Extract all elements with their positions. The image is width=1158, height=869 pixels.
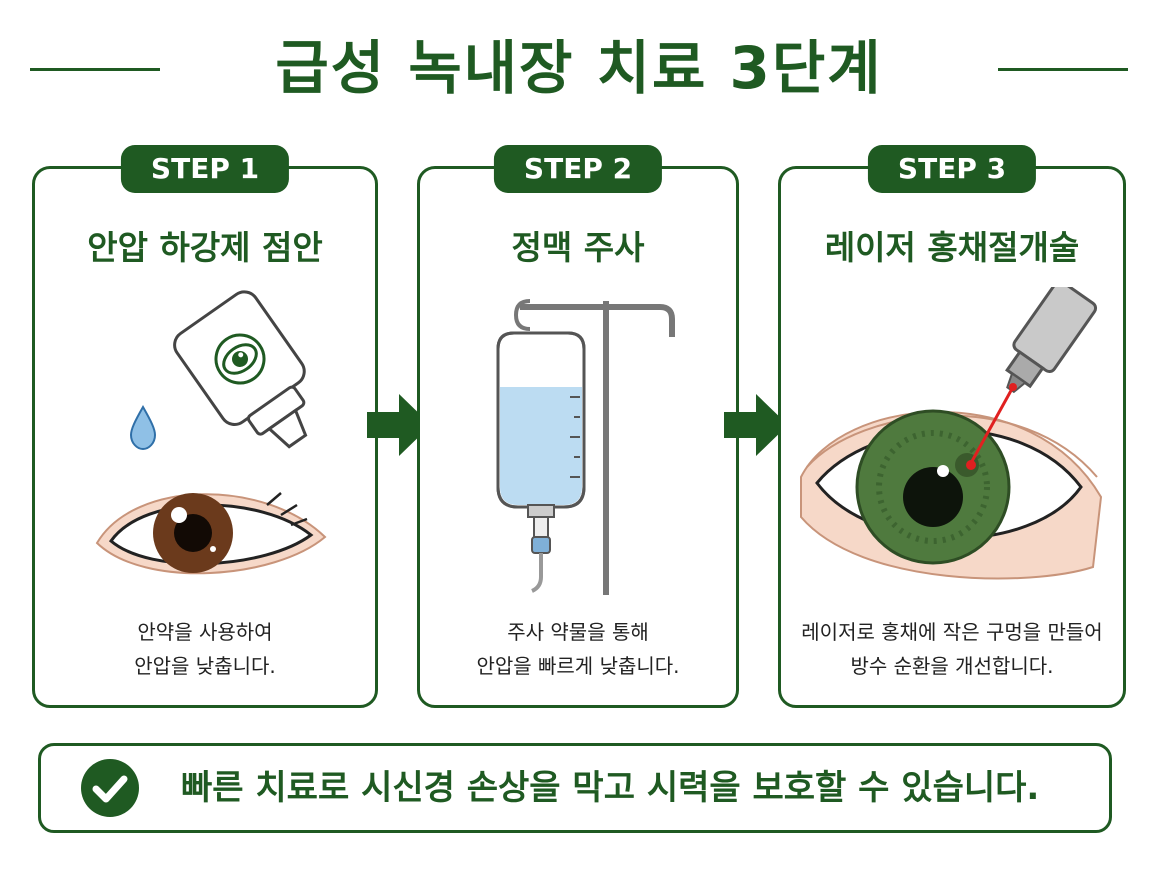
step-badge-1: STEP 1	[120, 145, 290, 193]
step-card-1: STEP 1 안압 하강제 점안 안약을 사용하여 안압을 낮춥니다.	[32, 145, 378, 708]
laser-iridotomy-icon	[800, 287, 1103, 580]
eye-drops-icon	[95, 290, 327, 575]
arrow-right-icon	[367, 394, 431, 456]
arrow-right-icon	[724, 394, 788, 456]
step-desc-2-line1: 주사 약물을 통해	[507, 620, 649, 644]
step-desc-3: 레이저로 홍채에 작은 구멍을 만들어 방수 순환을 개선합니다.	[781, 615, 1123, 683]
summary-box: 빠른 치료로 시신경 손상을 막고 시력을 보호할 수 있습니다.	[38, 743, 1112, 833]
step-desc-1: 안약을 사용하여 안압을 낮춥니다.	[35, 615, 375, 683]
step-desc-2-line2: 안압을 빠르게 낮춥니다.	[476, 654, 680, 678]
step-desc-2: 주사 약물을 통해 안압을 빠르게 낮춥니다.	[420, 615, 736, 683]
step-title-2: 정맥 주사	[511, 228, 645, 267]
title-divider-left	[30, 68, 160, 71]
step-desc-1-line2: 안압을 낮춥니다.	[134, 654, 276, 678]
step-title-1: 안압 하강제 점안	[87, 228, 323, 267]
step-title-3: 레이저 홍채절개술	[824, 228, 1080, 267]
title-divider-right	[998, 68, 1128, 71]
step-badge-3: STEP 3	[867, 145, 1037, 193]
iv-drip-icon	[496, 299, 675, 595]
check-icon	[81, 759, 139, 817]
step-desc-3-line2: 방수 순환을 개선합니다.	[850, 654, 1054, 678]
summary-text: 빠른 치료로 시신경 손상을 막고 시력을 보호할 수 있습니다.	[181, 768, 1040, 808]
step-card-2: STEP 2 정맥 주사 주사 약물을 통해 안압을 빠르게 낮춥니다.	[417, 145, 739, 708]
step-card-3: STEP 3 레이저 홍채절개술 레이저로 홍채에 작은 구멍을 만들어 방수 …	[778, 145, 1126, 708]
step-desc-3-line1: 레이저로 홍채에 작은 구멍을 만들어	[801, 620, 1103, 644]
step-badge-2: STEP 2	[493, 145, 663, 193]
page-title: 급성 녹내장 치료 3단계	[275, 34, 883, 102]
title-area: 급성 녹내장 치료 3단계	[0, 22, 1158, 122]
step-desc-1-line1: 안약을 사용하여	[137, 620, 273, 644]
